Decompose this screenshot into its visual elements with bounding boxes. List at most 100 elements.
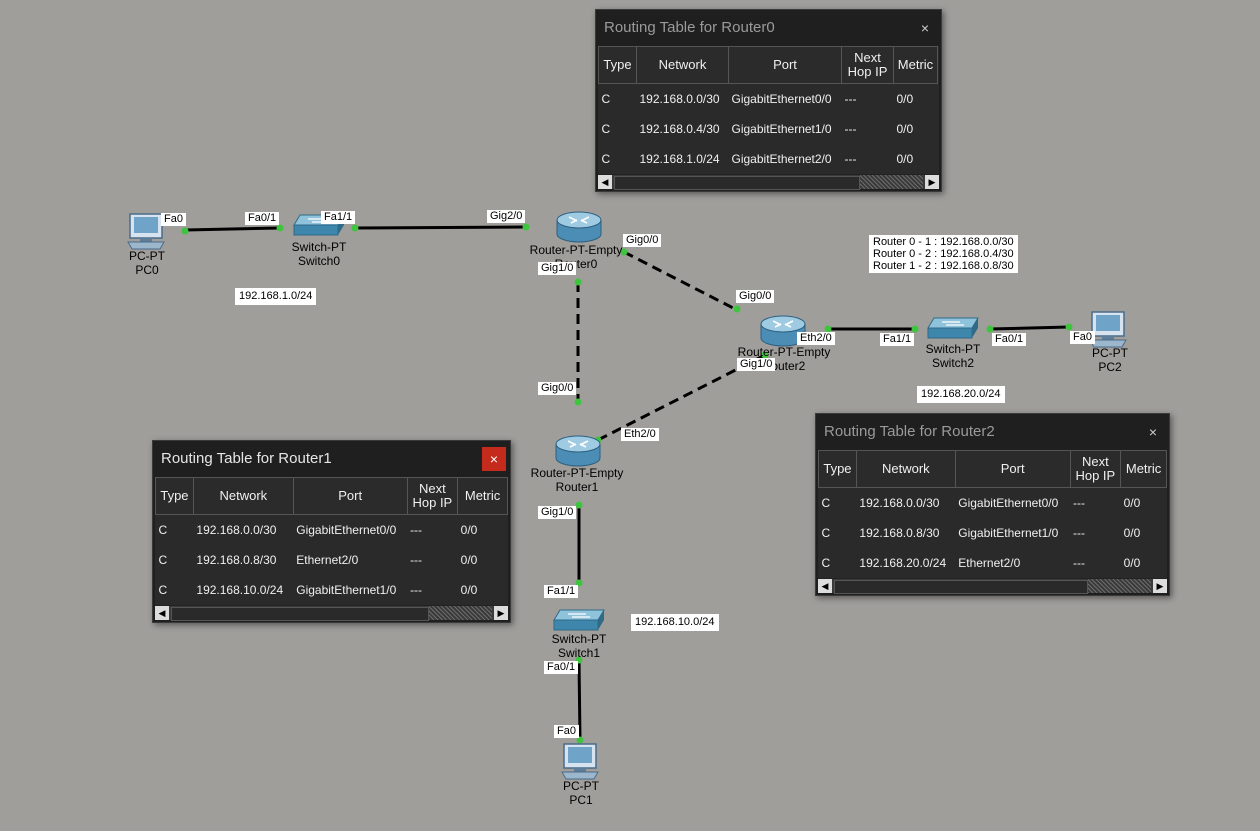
table-row[interactable]: C 192.168.0.0/30 GigabitEthernet0/0 --- … — [599, 84, 938, 115]
horizontal-scrollbar[interactable]: ◀ ▶ — [598, 174, 939, 190]
cell-next-hop: --- — [410, 553, 423, 567]
close-icon[interactable]: × — [482, 447, 506, 471]
scroll-right-icon[interactable]: ▶ — [1153, 579, 1167, 593]
table-row[interactable]: C 192.168.0.8/30 GigabitEthernet1/0 --- … — [819, 518, 1167, 548]
scroll-left-icon[interactable]: ◀ — [155, 606, 169, 620]
scroll-track[interactable] — [860, 175, 923, 189]
link-dot — [574, 398, 582, 406]
routing-table-window-router2[interactable]: Routing Table for Router2 × Type Network… — [815, 413, 1170, 596]
pc1-label[interactable]: PC-PT PC1 — [563, 779, 599, 807]
col-header-type[interactable]: Type — [598, 46, 637, 84]
switch1-name: Switch1 — [557, 646, 601, 660]
link-switch1-pc1[interactable] — [577, 659, 582, 741]
window-title-bar[interactable]: Routing Table for Router1 × — [153, 441, 510, 477]
cell-next-hop: --- — [410, 523, 423, 537]
col-header-metric[interactable]: Metric — [1120, 450, 1167, 488]
scroll-right-icon[interactable]: ▶ — [925, 175, 939, 189]
table-row[interactable]: C 192.168.10.0/24 GigabitEthernet1/0 ---… — [156, 575, 508, 605]
col-header-network[interactable]: Network — [192, 477, 294, 515]
switch2-label[interactable]: Switch-PT Switch2 — [926, 342, 981, 370]
horizontal-scrollbar[interactable]: ◀ ▶ — [155, 605, 508, 621]
pc2-label[interactable]: PC-PT PC2 — [1092, 346, 1128, 374]
scroll-right-icon[interactable]: ▶ — [494, 606, 508, 620]
switch1-label[interactable]: Switch-PT Switch1 — [552, 632, 607, 660]
routing-table-window-router0[interactable]: Routing Table for Router0 × Type Network… — [595, 9, 942, 192]
pc0-label[interactable]: PC-PT PC0 — [129, 249, 165, 277]
close-icon[interactable]: × — [1148, 424, 1158, 440]
col-header-metric[interactable]: Metric — [893, 46, 938, 84]
link-switch0-router0[interactable] — [354, 225, 527, 230]
col-header-metric[interactable]: Metric — [457, 477, 508, 515]
cell-network: 192.168.10.0/24 — [196, 583, 284, 597]
switch2-icon[interactable] — [927, 317, 979, 339]
table-row[interactable]: C 192.168.0.8/30 Ethernet2/0 --- 0/0 — [156, 545, 508, 575]
switch0-label[interactable]: Switch-PT Switch0 — [292, 240, 347, 268]
note-net-left[interactable]: 192.168.1.0/24 — [235, 288, 317, 305]
col-header-port[interactable]: Port — [954, 450, 1071, 488]
table-row[interactable]: C 192.168.20.0/24 Ethernet2/0 --- 0/0 — [819, 548, 1167, 578]
horizontal-scrollbar[interactable]: ◀ ▶ — [818, 578, 1167, 594]
scroll-thumb[interactable] — [834, 580, 1088, 594]
table-row[interactable]: C 192.168.1.0/24 GigabitEthernet2/0 --- … — [599, 144, 938, 174]
note-net-bottom[interactable]: 192.168.10.0/24 — [631, 614, 719, 631]
switch2-model: Switch-PT — [925, 342, 981, 356]
link-dot — [181, 227, 189, 235]
port-label-r0-gig00: Gig0/0 — [623, 234, 662, 247]
table-row[interactable]: C 192.168.0.4/30 GigabitEthernet1/0 --- … — [599, 114, 938, 144]
scroll-track[interactable] — [1088, 579, 1151, 593]
link-switch2-pc2[interactable] — [989, 325, 1070, 331]
cell-port: Ethernet2/0 — [296, 553, 359, 567]
pc1-icon[interactable] — [561, 743, 599, 780]
link-router0-router2[interactable] — [623, 250, 738, 312]
col-header-type[interactable]: Type — [818, 450, 857, 488]
col-header-port[interactable]: Port — [728, 46, 842, 84]
cell-port: GigabitEthernet0/0 — [958, 496, 1059, 510]
col-header-port[interactable]: Port — [292, 477, 408, 515]
pc0-icon[interactable] — [127, 213, 165, 250]
port-label-pc1-fa0: Fa0 — [554, 725, 579, 738]
scroll-thumb[interactable] — [614, 176, 860, 190]
cell-port: GigabitEthernet2/0 — [731, 152, 832, 166]
link-dot — [911, 325, 919, 333]
router0-icon[interactable] — [556, 211, 602, 243]
router1-label[interactable]: Router-PT-Empty Router1 — [531, 466, 624, 494]
table-row[interactable]: C 192.168.0.0/30 GigabitEthernet0/0 --- … — [819, 488, 1167, 519]
close-icon[interactable]: × — [920, 20, 930, 36]
cell-type: C — [601, 122, 611, 136]
table-row[interactable]: C 192.168.0.0/30 GigabitEthernet0/0 --- … — [156, 515, 508, 546]
scroll-track[interactable] — [429, 606, 492, 620]
router1-icon[interactable] — [555, 435, 601, 467]
switch1-model: Switch-PT — [551, 632, 607, 646]
pc1-model: PC-PT — [563, 779, 599, 793]
switch0-model: Switch-PT — [291, 240, 347, 254]
scroll-left-icon[interactable]: ◀ — [598, 175, 612, 189]
scroll-left-icon[interactable]: ◀ — [818, 579, 832, 593]
col-header-network[interactable]: Network — [636, 46, 729, 84]
note-net-right[interactable]: 192.168.20.0/24 — [917, 386, 1005, 403]
col-header-network[interactable]: Network — [855, 450, 956, 488]
port-label-sw0-fa01: Fa0/1 — [245, 212, 280, 225]
link-pc0-switch0[interactable] — [184, 226, 281, 232]
window-title-bar[interactable]: Routing Table for Router2 × — [816, 414, 1169, 450]
note-router-links[interactable]: Router 0 - 1 : 192.168.0.0/30 Router 0 -… — [869, 235, 1018, 273]
pc2-icon[interactable] — [1089, 311, 1127, 348]
cell-type: C — [821, 496, 831, 510]
switch1-icon[interactable] — [553, 609, 605, 631]
cell-type: C — [158, 523, 168, 537]
cell-type: C — [601, 92, 611, 106]
cell-network: 192.168.0.4/30 — [639, 122, 720, 136]
link-lines — [184, 225, 1070, 741]
routing-table-window-router1[interactable]: Routing Table for Router1 × Type Network… — [152, 440, 511, 623]
scroll-thumb[interactable] — [171, 607, 429, 621]
port-label-pc2-fa0: Fa0 — [1070, 331, 1095, 344]
col-header-type[interactable]: Type — [155, 477, 194, 515]
window-title-bar[interactable]: Routing Table for Router0 × — [596, 10, 941, 46]
router2-icon[interactable] — [760, 315, 806, 347]
